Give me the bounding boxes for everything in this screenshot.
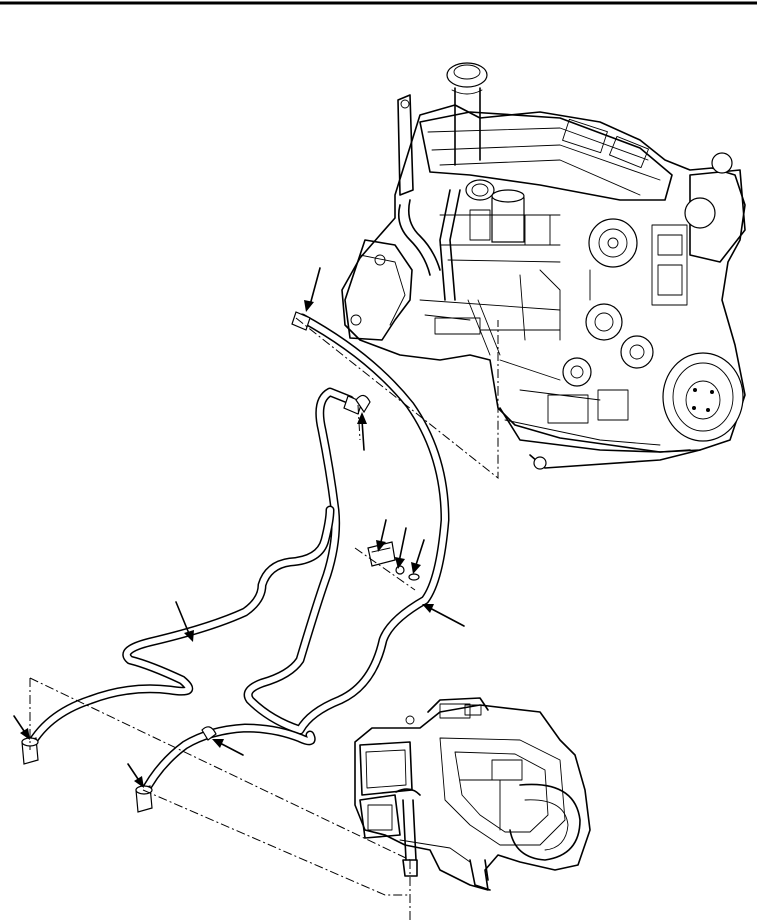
lower-heater-hose <box>23 505 335 800</box>
arrow-screw <box>395 527 407 569</box>
heater-box-illustration <box>354 697 591 891</box>
arrow-hose-clamp-lower <box>212 739 244 756</box>
arrow-washer <box>411 539 425 574</box>
engine-illustration <box>341 62 746 470</box>
assembly-centerlines <box>29 317 499 921</box>
arrow-fitting-left <box>13 715 30 740</box>
arrow-bracket <box>376 519 387 552</box>
arrow-fitting-center <box>127 763 144 788</box>
arrow-upper-hose <box>422 604 465 627</box>
upper-heater-hose <box>243 313 450 735</box>
hose-fittings <box>21 311 420 813</box>
arrow-lower-hose <box>175 601 194 642</box>
arrow-engine-fitting <box>304 267 321 312</box>
arrow-hose-clamp-upper <box>357 412 367 451</box>
leader-arrows <box>13 267 465 788</box>
